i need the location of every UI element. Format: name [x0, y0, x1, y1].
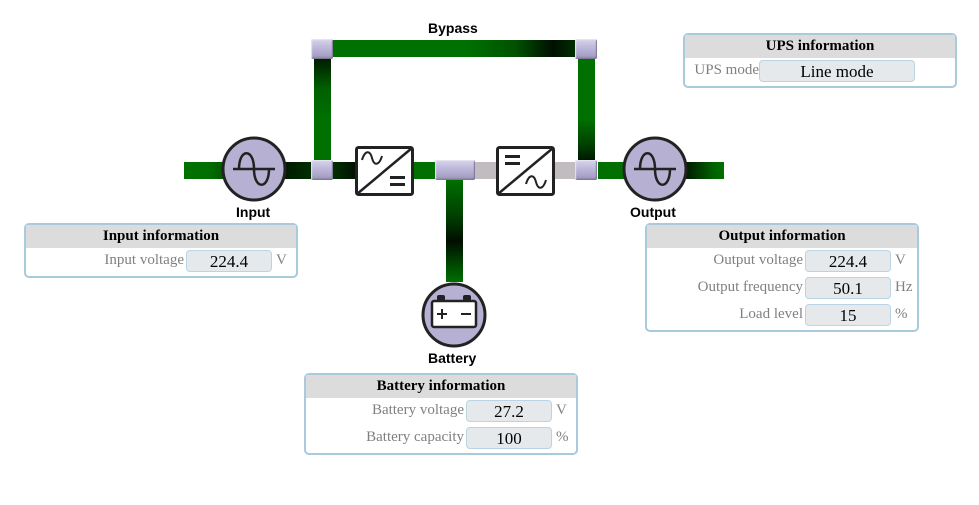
rectifier-to-dcbus-line	[413, 162, 437, 179]
output-frequency-unit: Hz	[895, 279, 913, 295]
bypass-input-junction-node	[311, 160, 333, 180]
input-voltage-unit: V	[276, 252, 287, 268]
bypass-right-line	[578, 58, 595, 160]
input-voltage-row: Input voltage 224.4 V	[26, 248, 296, 275]
load-level-value: 15	[805, 304, 891, 326]
input-info-panel: Input information Input voltage 224.4 V	[24, 223, 298, 278]
output-ac-icon[interactable]	[622, 136, 688, 202]
input-voltage-label: Input voltage	[104, 252, 184, 268]
bypass-left-top-node	[311, 39, 333, 59]
battery-capacity-row: Battery capacity 100 %	[306, 425, 576, 452]
load-level-label: Load level	[739, 306, 803, 322]
input-to-junction-line	[285, 162, 313, 179]
ups-mode-value: Line mode	[759, 60, 915, 82]
battery-line	[446, 180, 463, 282]
battery-voltage-unit: V	[556, 402, 567, 418]
bypass-right-top-node	[575, 39, 597, 59]
input-voltage-value: 224.4	[186, 250, 272, 272]
battery-voltage-label: Battery voltage	[371, 402, 464, 418]
output-info-panel: Output information Output voltage 224.4 …	[645, 223, 919, 332]
output-frequency-label: Output frequency	[697, 279, 803, 295]
battery-capacity-unit: %	[556, 429, 569, 445]
ups-mode-label: UPS mode	[694, 62, 759, 78]
input-info-title: Input information	[26, 225, 296, 248]
output-voltage-value: 224.4	[805, 250, 891, 272]
input-ac-icon[interactable]	[221, 136, 287, 202]
ups-info-panel: UPS information UPS mode Line mode	[683, 33, 957, 88]
output-voltage-unit: V	[895, 252, 906, 268]
dcbus-to-inverter-line	[474, 162, 498, 179]
inverter-icon[interactable]	[496, 146, 555, 196]
input-line	[184, 162, 224, 179]
output-info-title: Output information	[647, 225, 917, 248]
battery-voltage-value: 27.2	[466, 400, 552, 422]
load-level-row: Load level 15 %	[647, 302, 917, 329]
dc-bus-node	[435, 160, 475, 180]
output-label: Output	[630, 204, 676, 220]
battery-icon[interactable]	[421, 282, 487, 348]
output-voltage-label: Output voltage	[713, 252, 803, 268]
bypass-left-line	[314, 58, 331, 160]
battery-info-panel: Battery information Battery voltage 27.2…	[304, 373, 578, 455]
bypass-output-junction-node	[575, 160, 597, 180]
output-line	[686, 162, 724, 179]
bypass-label: Bypass	[428, 20, 478, 36]
rectifier-icon[interactable]	[355, 146, 414, 196]
bypass-top-line	[333, 40, 577, 57]
junction-to-output-line	[598, 162, 626, 179]
output-frequency-value: 50.1	[805, 277, 891, 299]
ups-info-title: UPS information	[685, 35, 955, 58]
inverter-to-output-junction-line	[554, 162, 578, 179]
output-frequency-row: Output frequency 50.1 Hz	[647, 275, 917, 302]
output-voltage-row: Output voltage 224.4 V	[647, 248, 917, 275]
battery-capacity-value: 100	[466, 427, 552, 449]
battery-capacity-label: Battery capacity	[366, 429, 464, 445]
junction-to-rectifier-line	[333, 162, 357, 179]
battery-info-title: Battery information	[306, 375, 576, 398]
battery-voltage-row: Battery voltage 27.2 V	[306, 398, 576, 425]
load-level-unit: %	[895, 306, 908, 322]
battery-label: Battery	[428, 350, 477, 366]
input-label: Input	[236, 204, 271, 220]
